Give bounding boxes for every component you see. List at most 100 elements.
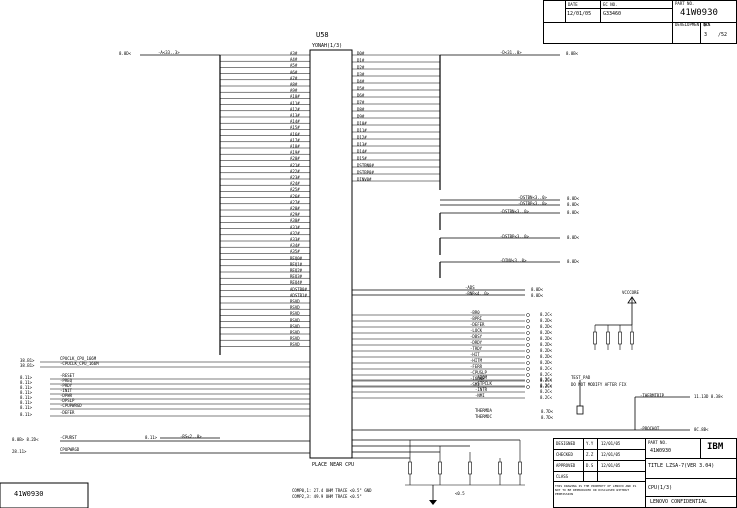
- right-pin-name: D0#: [357, 51, 365, 56]
- left-bus-net: 8.8D<: [119, 51, 132, 56]
- right-pin-name: D4#: [357, 79, 365, 84]
- left-pin-name: A19#: [290, 150, 300, 156]
- sheet-value: 3: [704, 32, 708, 38]
- left-signal-net: 28.11>: [12, 449, 27, 454]
- control-net: 8.2D<: [540, 348, 553, 353]
- left-bus-label: -A<33..3>: [158, 50, 180, 55]
- corner-part-box: [0, 482, 89, 508]
- control-connector: [526, 313, 530, 317]
- left-pin-name: A8#: [290, 82, 298, 87]
- part-label-top: PART NO.: [675, 1, 695, 6]
- left-signal-label: -CPUPWRGD: [60, 403, 82, 408]
- tb-vline-2: [597, 438, 598, 481]
- tb-row-date-2: 12/01/05: [601, 463, 621, 468]
- control-net: 8.2D<: [540, 318, 553, 323]
- right-group-label-1: -DSTBP<3..0>: [518, 201, 547, 206]
- chip-type: YONAH(1/3): [312, 43, 343, 49]
- left-pin-name: A16#: [290, 131, 300, 137]
- left-signal-net: 8.8B> 8.2D<: [12, 437, 39, 442]
- control-label-lower: -INTR: [475, 387, 488, 392]
- right-pin-name: DSTBN0#: [357, 163, 374, 168]
- left-signal-label: -DEFER: [60, 410, 75, 415]
- tb-hline-7: [645, 496, 737, 497]
- left-pin-name: A28#: [290, 206, 300, 211]
- left-pin-name: RSVD: [290, 299, 300, 304]
- control-label: -SMI: [470, 382, 480, 387]
- control-label: -IGNNE: [470, 376, 485, 381]
- tb-hline-3: [553, 471, 645, 472]
- top-title-divider-2: [600, 0, 601, 22]
- left-signal-label: -CPUCLK_CPU_166M: [60, 361, 99, 366]
- left-signal-label: -DPWR: [60, 393, 73, 398]
- tb-hline-4: [553, 481, 645, 482]
- bottom-note-2: COMP2,3: 49.9 OHM TRACE <0.5": [292, 494, 362, 499]
- thermdc-label: THERMDC: [475, 414, 492, 419]
- control-label-lower: -STPCLK: [475, 381, 492, 386]
- left-pin-name: RSVD: [290, 336, 300, 342]
- control-net: 8.2C<: [540, 378, 553, 383]
- tb-subtitle: CPU(1/3): [648, 485, 673, 491]
- thermda-label: THERMDA: [475, 408, 492, 413]
- left-pin-name: A23#: [290, 175, 300, 180]
- right-bus-label: -D<31..0>: [500, 50, 522, 55]
- left-signal-net: 8.11>: [20, 380, 33, 385]
- tb-hline-5: [645, 458, 737, 459]
- thermdc-net: 8.7D<: [541, 415, 554, 420]
- control-connector: [526, 355, 530, 359]
- date-value: 12/01/05: [567, 11, 592, 17]
- left-pin-name: A32#: [290, 230, 300, 236]
- control-connector: [526, 367, 530, 371]
- top-title-hline: [543, 22, 737, 23]
- left-pin-name: A14#: [290, 119, 300, 125]
- right-pin-name: D1#: [357, 58, 365, 63]
- left-pin-name: A20#: [290, 156, 300, 162]
- pullup-resistor: [630, 331, 634, 345]
- tb-confidential: LENOVO CONFIDENTIAL: [650, 499, 708, 505]
- control-net-lower: 8.2C<: [540, 377, 553, 382]
- tb-row-label-2: APPROVED: [556, 463, 576, 468]
- bnr-label: -BNR<4..0>: [465, 291, 490, 296]
- right-pin-name: D7#: [357, 100, 365, 105]
- control-net: 8.2D<: [540, 360, 553, 365]
- left-signal-label: -CPURST: [60, 435, 77, 440]
- control-label: -TRDY: [470, 346, 483, 351]
- control-connector: [526, 319, 530, 323]
- right-group-net-4: 8.8D<: [567, 259, 580, 264]
- tb-row-who-0: Y.Y: [586, 441, 594, 446]
- ads-label: -ADS: [465, 285, 475, 290]
- control-net-lower: 8.2C<: [540, 383, 553, 388]
- tb-vline-1: [583, 438, 584, 481]
- control-net: 8.2C<: [540, 312, 553, 317]
- ec-value: G33460: [603, 11, 622, 17]
- right-group-net-0: 8.8D<: [567, 196, 580, 201]
- left-signal-label: -RESET: [60, 373, 75, 378]
- right-pin-name: D15#: [357, 156, 367, 161]
- left-pin-name: A12#: [290, 106, 300, 112]
- qty-label: Q/N: [703, 22, 711, 27]
- chip-note: PLACE NEAR CPU: [312, 462, 355, 468]
- left-signal-net: 38.B1>: [20, 363, 35, 368]
- pullup-resistor: [606, 331, 610, 345]
- tb-row-date-0: 12/01/05: [601, 441, 621, 446]
- left-signal-label: CPUCLK_CPU_166M: [60, 356, 97, 361]
- left-pin-name: REQ3#: [290, 274, 303, 280]
- bottom-resistor: [498, 461, 502, 475]
- left-pin-name: A21#: [290, 162, 300, 168]
- tb-row-label-3: CLASS: [556, 474, 569, 479]
- tb-hline-1: [553, 449, 645, 450]
- left-signal-net: 8.11>: [20, 390, 33, 395]
- right-pin-name: D2#: [357, 65, 365, 70]
- bottom-resistor: [518, 461, 522, 475]
- left-pin-name: RSVD: [290, 330, 300, 335]
- right-group-net-2: 8.8D<: [567, 210, 580, 215]
- thermda-net: 8.7D<: [541, 409, 554, 414]
- top-title-divider-1: [565, 0, 566, 22]
- thermtrip-net: 11.13D 8.38<: [694, 394, 723, 399]
- test-pad-label: TEST_PAD: [571, 375, 591, 380]
- control-connector: [526, 361, 530, 365]
- bottom-resistor: [468, 461, 472, 475]
- right-group-label-0: -DSTBN<3..0>: [518, 195, 547, 200]
- vcc-arrow: [627, 296, 637, 304]
- tb-row-who-1: Z.Z: [586, 452, 594, 457]
- bottom-note-1: COMP0,1: 27.4 OHM TRACE <0.5" GND: [292, 488, 372, 493]
